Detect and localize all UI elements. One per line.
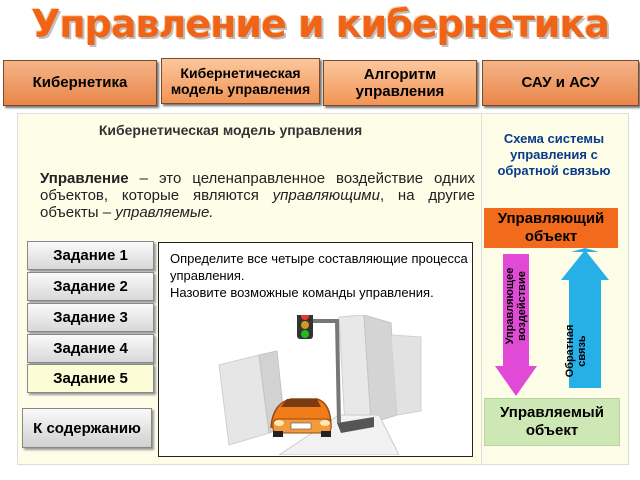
definition-part2: , на другие объекты – [40,187,475,221]
page-title: Управление и кибернетика [31,2,610,46]
nav-sau-label: САУ и АСУ [521,74,600,92]
definition-italic1: управляющими [272,187,380,204]
task-1-button[interactable]: Задание 1 [27,241,154,270]
controller-object-box: Управляющий объект [484,208,618,248]
definition-text: Управление – это целенаправленное воздей… [40,170,475,242]
task-4-button[interactable]: Задание 4 [27,334,154,363]
popup-line2: Назовите возможные команды управления. [170,285,434,300]
controlled-object-box: Управляемый объект [484,398,620,446]
traffic-scene-illustration [218,315,422,455]
feedback-label: Обратная связь [564,324,588,378]
control-action-arrow [503,254,529,366]
popup-line1: Определите все четыре составляющие проце… [170,251,468,283]
definition-italic2: управляемые. [115,204,214,221]
nav-sau[interactable]: САУ и АСУ [482,60,639,106]
nav-cybernetics-label: Кибернетика [32,74,128,92]
definition-part1: – это целенаправленное воздействие одних… [40,170,475,204]
task-2-button[interactable]: Задание 2 [27,272,154,301]
nav-algorithm[interactable]: Алгоритм управления [323,60,477,106]
nav-model[interactable]: Кибернетическая модель управления [161,58,320,104]
nav-algorithm-label: Алгоритм управления [355,65,445,100]
popup-text: Определите все четыре составляющие проце… [170,250,470,301]
control-action-label: Управляющее воздействие [504,267,528,345]
nav-model-label: Кибернетическая модель управления [170,64,311,97]
task-3-button[interactable]: Задание 3 [27,303,154,332]
task-popup: Определите все четыре составляющие проце… [158,242,473,457]
panel-title: Кибернетическая модель управления [98,122,363,138]
controller-object-label: Управляющий объект [497,210,605,245]
definition-term: Управление [40,170,129,187]
task-5-button[interactable]: Задание 5 [27,364,154,393]
contents-button[interactable]: К содержанию [22,408,152,448]
nav-cybernetics[interactable]: Кибернетика [3,60,157,106]
controlled-object-label: Управляемый объект [500,404,604,439]
scheme-title: Схема системы управления с обратной связ… [497,131,611,178]
scheme-arrows [495,248,609,396]
